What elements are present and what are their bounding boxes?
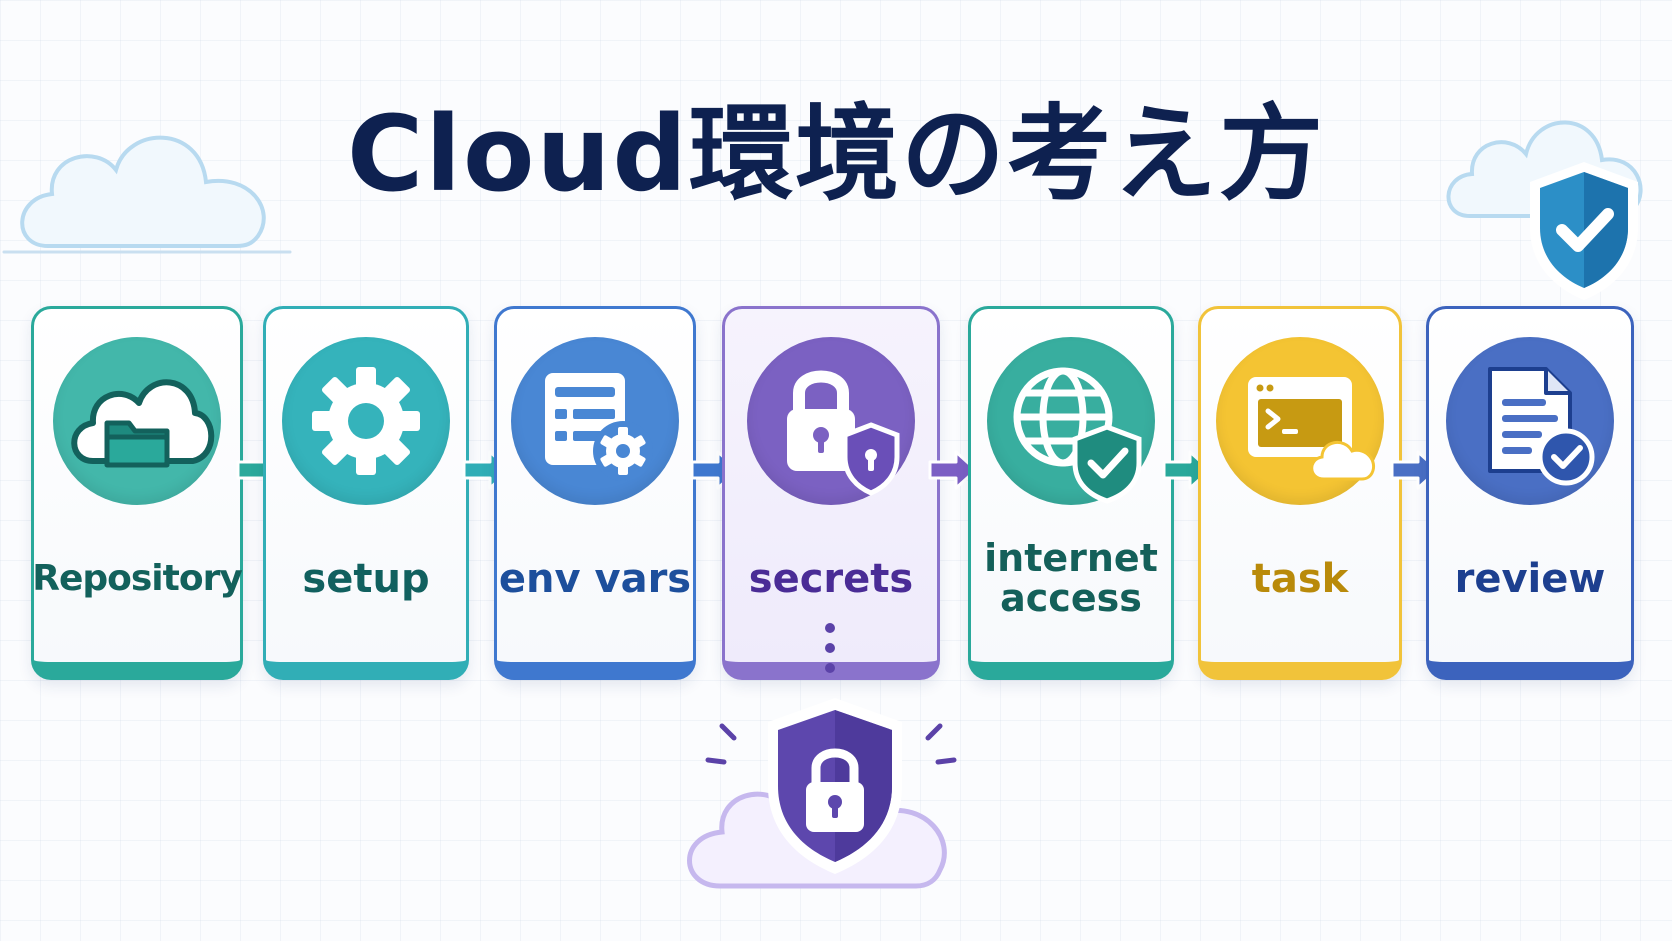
step-label: setup bbox=[302, 556, 430, 602]
cloud-icon bbox=[2, 135, 292, 254]
step-label: review bbox=[1454, 556, 1606, 602]
step-label: Repository bbox=[32, 558, 243, 600]
config-list-gear-icon bbox=[545, 373, 653, 481]
step-card-secrets: secrets bbox=[722, 306, 940, 680]
step-icon-disc bbox=[747, 337, 915, 505]
step-card-env-vars: env vars bbox=[494, 306, 696, 680]
globe-shield-icon bbox=[1013, 367, 1142, 504]
connector-dots bbox=[825, 623, 835, 673]
step-icon-disc bbox=[1446, 337, 1614, 505]
step-icon-disc bbox=[1216, 337, 1384, 505]
arrow-icon bbox=[928, 450, 978, 490]
gear-icon bbox=[312, 367, 420, 475]
page-title: Cloud環境の考え方 bbox=[347, 93, 1325, 215]
step-card-setup: setup bbox=[263, 306, 469, 680]
step-card-task: task bbox=[1198, 306, 1402, 680]
step-icon-disc bbox=[53, 337, 221, 505]
step-card-internet-access: internet access bbox=[968, 306, 1174, 680]
step-label: env vars bbox=[498, 556, 692, 602]
step-label: secrets bbox=[748, 556, 914, 602]
terminal-cloud-icon bbox=[1248, 377, 1375, 481]
step-label: internet access bbox=[984, 536, 1158, 620]
cloud-folder-icon bbox=[71, 379, 215, 468]
step-label: task bbox=[1251, 556, 1349, 602]
shield-check-icon bbox=[1530, 162, 1638, 300]
step-icon-disc bbox=[987, 337, 1155, 505]
step-icon-disc bbox=[511, 337, 679, 505]
cloud-shield-lock-icon bbox=[687, 698, 957, 889]
padlock-shield-icon bbox=[787, 370, 900, 496]
step-icon-disc bbox=[282, 337, 450, 505]
document-check-icon bbox=[1488, 367, 1595, 486]
step-card-review: review bbox=[1426, 306, 1634, 680]
step-card-repository: Repository bbox=[31, 306, 243, 680]
